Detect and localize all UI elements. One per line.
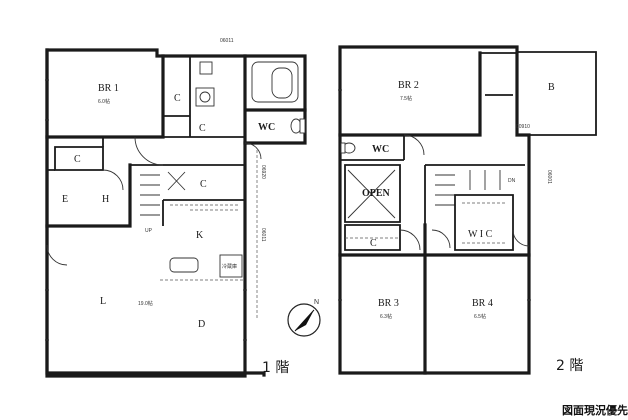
room-dining: D bbox=[198, 319, 205, 330]
dim-right-upper-1f: 06920 bbox=[260, 165, 266, 179]
room-br3-area: 6.3帖 bbox=[380, 313, 392, 320]
caption-current-state-priority: 図面現況優先 bbox=[562, 404, 628, 417]
room-br3: BR 3 bbox=[378, 298, 399, 309]
dim-top-1f: 06011 bbox=[220, 38, 234, 44]
room-wc-2f: WC bbox=[372, 144, 389, 155]
dim-right-lower-1f: 06011 bbox=[260, 228, 266, 242]
room-br1: BR 1 bbox=[98, 83, 119, 94]
room-open: OPEN bbox=[362, 188, 391, 199]
room-br1-area: 6.0帖 bbox=[98, 98, 110, 105]
floor-1-plan: BR 1 6.0帖 C C WC C E H C UP K 冷蔵庫 L 19.0… bbox=[45, 38, 307, 378]
room-br4: BR 4 bbox=[472, 298, 493, 309]
room-living: L bbox=[100, 296, 106, 307]
room-balcony-b: B bbox=[548, 82, 555, 93]
stair-up-label: UP bbox=[145, 228, 153, 234]
dim-right-2f: 06001 bbox=[546, 170, 552, 184]
room-entrance: E bbox=[62, 194, 68, 205]
floor-2-plan: BR 2 7.5帖 B 00910 WC OPEN DN 06001 C W I… bbox=[338, 45, 597, 375]
room-ld-area: 19.0帖 bbox=[138, 300, 153, 307]
stair-dn-label: DN bbox=[508, 178, 516, 184]
room-wic: W I C bbox=[468, 229, 493, 240]
compass: N bbox=[287, 299, 321, 337]
room-br2-area: 7.5帖 bbox=[400, 95, 412, 102]
dim-balcony-2f: 00910 bbox=[516, 124, 530, 130]
room-hall: H bbox=[102, 194, 109, 205]
room-c-closet-2: C bbox=[199, 123, 206, 134]
room-c-hall-closet: C bbox=[74, 154, 81, 165]
room-kitchen: K bbox=[196, 230, 204, 241]
kitchen-island-icon bbox=[169, 257, 199, 273]
fridge-label: 冷蔵庫 bbox=[222, 263, 237, 270]
compass-icon bbox=[287, 303, 321, 337]
bathtub-icon bbox=[251, 61, 299, 103]
room-c-2f: C bbox=[370, 238, 377, 249]
room-c-closet-1: C bbox=[174, 93, 181, 104]
room-br2: BR 2 bbox=[398, 80, 419, 91]
floor-label-2f: 2 階 bbox=[556, 358, 583, 374]
floor-label-1f: 1 階 bbox=[262, 360, 289, 376]
vanity-icon bbox=[195, 87, 215, 107]
room-c-stair: C bbox=[200, 179, 207, 190]
room-br4-area: 6.5帖 bbox=[474, 313, 486, 320]
toilet-icon bbox=[290, 118, 302, 134]
compass-north: N bbox=[314, 299, 319, 306]
room-wc-1f: WC bbox=[258, 122, 275, 133]
